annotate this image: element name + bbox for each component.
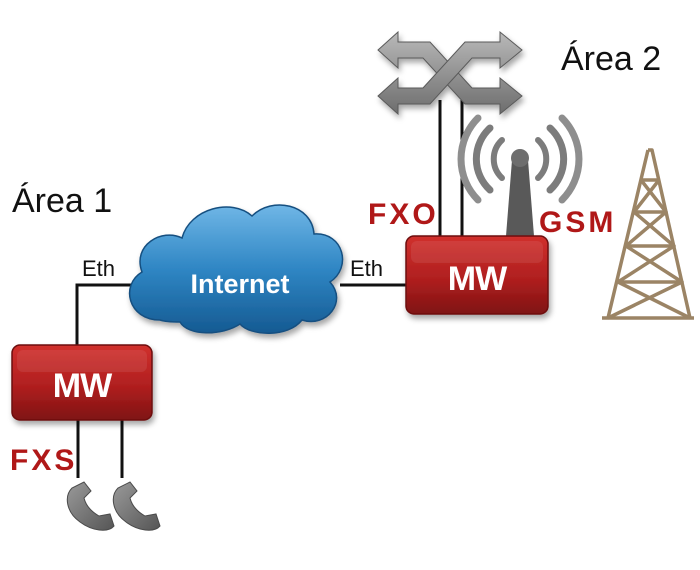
antenna-signal-icon (457, 114, 583, 236)
mw-logo-left: MW (53, 367, 113, 405)
telephone-icon (112, 481, 161, 531)
cloud-label: Internet (190, 269, 289, 299)
eth-left-label: Eth (82, 256, 115, 281)
area-1-label: Área 1 (12, 182, 112, 220)
mw-device-left: MW (11, 344, 153, 421)
cell-tower-icon (602, 148, 694, 320)
fxo-label: FXO (368, 198, 439, 231)
telephone-icon (66, 481, 115, 531)
eth-right-label: Eth (350, 256, 383, 281)
fxs-label: FXS (10, 444, 77, 477)
eth-link-left (75, 283, 145, 355)
area-2-label: Área 2 (561, 40, 661, 78)
network-switch-icon (377, 30, 523, 116)
mw-device-right: MW (405, 235, 549, 315)
mw-logo-right: MW (448, 260, 508, 298)
connection-lines (75, 100, 464, 478)
gsm-label: GSM (539, 206, 616, 239)
internet-cloud-icon: Internet (128, 204, 344, 334)
